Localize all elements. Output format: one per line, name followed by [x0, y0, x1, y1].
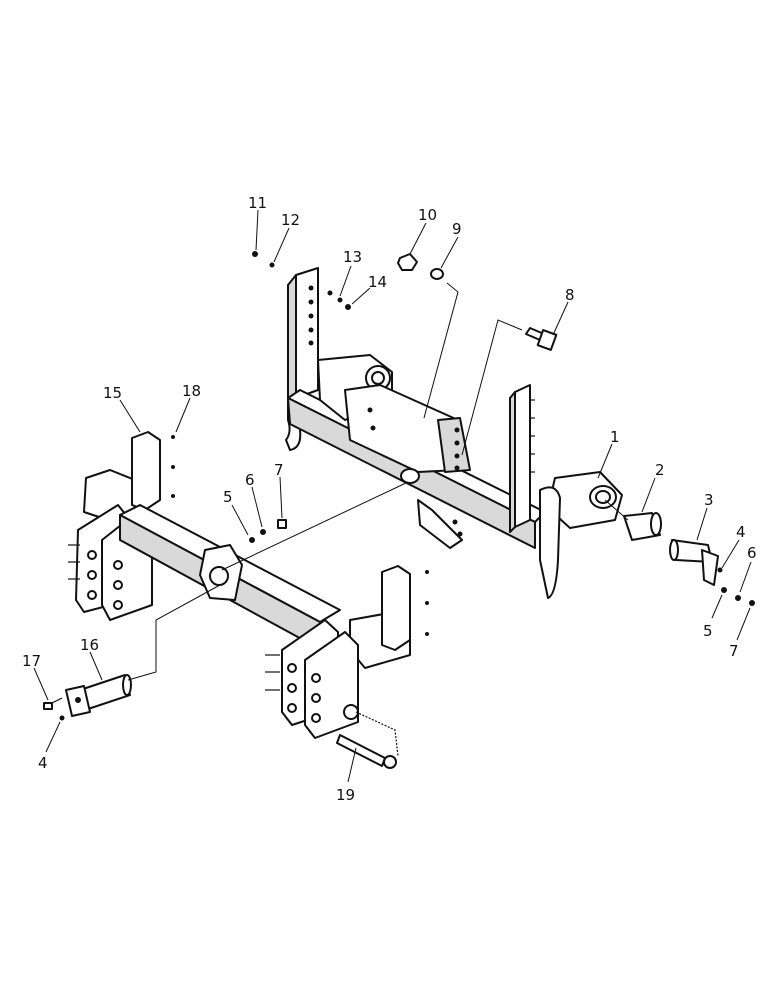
callout-12: 12 [281, 211, 300, 229]
callout-6: 6 [245, 471, 255, 489]
callout-17: 17 [22, 652, 41, 670]
callout-16: 16 [80, 636, 99, 654]
rear-left-upright [295, 267, 319, 399]
callout-1: 1 [610, 428, 620, 446]
nut-10 [397, 253, 418, 271]
callout-7: 7 [274, 461, 284, 479]
callout-3: 3 [704, 491, 714, 509]
assembly-lines [127, 282, 629, 681]
callout-6: 6 [747, 544, 757, 562]
front-left-bracket [131, 431, 161, 511]
callout-4: 4 [736, 523, 746, 541]
front-right-bracket [381, 565, 411, 651]
callout-14: 14 [368, 273, 387, 291]
callout-13: 13 [343, 248, 362, 266]
callout-11: 11 [248, 194, 267, 212]
callout-2: 2 [655, 461, 665, 479]
washer-9 [430, 268, 444, 280]
lynch-pin [336, 734, 386, 767]
callout-8: 8 [565, 286, 575, 304]
front-frame [68, 431, 429, 739]
retaining-chain [355, 711, 399, 757]
callout-labels: 1 2 3 4 4 5 5 6 6 7 7 8 9 10 11 12 13 14… [22, 194, 757, 804]
rear-frame [285, 267, 623, 599]
callout-19: 19 [336, 786, 355, 804]
callout-leaders [33, 209, 752, 783]
callout-15: 15 [103, 384, 122, 402]
callout-7: 7 [729, 642, 739, 660]
callout-18: 18 [182, 382, 201, 400]
rear-right-hook [539, 486, 561, 599]
callout-4: 4 [38, 754, 48, 772]
callout-5: 5 [223, 488, 233, 506]
callout-10: 10 [418, 206, 437, 224]
hardware [43, 251, 755, 769]
rear-right-upright [514, 384, 531, 528]
callout-5: 5 [703, 622, 713, 640]
callout-9: 9 [452, 220, 462, 238]
